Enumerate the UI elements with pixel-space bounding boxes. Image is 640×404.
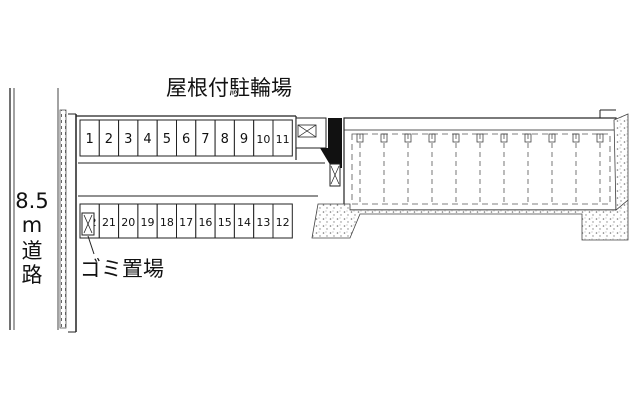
parking-space-number: 3	[124, 132, 132, 147]
parking-space-number: 7	[201, 132, 209, 147]
parking-space-number: 5	[163, 132, 171, 147]
road-unit-label: m	[22, 213, 42, 237]
parking-space-top-11	[272, 119, 293, 157]
gravel-area	[311, 199, 629, 241]
parking-space-number: 20	[121, 216, 135, 229]
road-name-label-1: 道	[22, 239, 43, 263]
parking-space-number: 13	[256, 216, 270, 229]
lot-boundary	[68, 113, 297, 333]
unit-door-mark	[572, 133, 580, 143]
road: 8.5 m 道 路	[9, 88, 67, 330]
parking-space-number: 9	[240, 132, 248, 147]
parking-space-number: 11	[276, 133, 290, 146]
parking-space-number: 8	[221, 132, 229, 147]
unit-door-mark	[380, 133, 388, 143]
parking-row-bottom: 2221201918171615141312	[79, 203, 293, 239]
bicycle-roof-wall	[320, 148, 342, 168]
parking-space-number: 17	[179, 216, 193, 229]
garbage-area-label: ゴミ置場	[80, 257, 164, 281]
building-inner	[351, 133, 611, 205]
bicycle-parking-label: 屋根付駐輪場	[166, 76, 292, 100]
unit-door-mark	[356, 133, 364, 143]
unit-door-mark	[404, 133, 412, 143]
parking-space-number: 2	[105, 132, 113, 147]
unit-door-mark	[500, 133, 508, 143]
parking-space-number: 12	[276, 216, 290, 229]
parking-space-number: 1	[86, 132, 94, 147]
parking-space-number: 18	[160, 216, 174, 229]
parking-space-number: 15	[218, 216, 232, 229]
unit-door-mark	[596, 133, 604, 143]
road-name-label-2: 路	[22, 263, 43, 287]
building	[343, 109, 617, 211]
meter-box	[329, 163, 341, 187]
unit-door-mark	[548, 133, 556, 143]
parking-space-bottom-12	[272, 203, 293, 239]
unit-dividers	[356, 133, 604, 204]
parking-space-number: 10	[256, 133, 270, 146]
gravel-area-east	[613, 113, 629, 211]
parking-space-number: 4	[143, 132, 151, 147]
unit-door-mark	[452, 133, 460, 143]
garbage-area-box	[81, 212, 95, 255]
unit-door-mark	[476, 133, 484, 143]
parking-space-number: 6	[182, 132, 190, 147]
parking-space-number: 14	[237, 216, 251, 229]
road-width-label: 8.5	[15, 189, 48, 213]
unit-door-mark	[524, 133, 532, 143]
bicycle-parking	[295, 117, 342, 168]
parking-space-number: 16	[198, 216, 212, 229]
unit-door-mark	[428, 133, 436, 143]
road-curb	[59, 109, 67, 329]
parking-space-number: 21	[102, 216, 116, 229]
garbage-leader-line	[87, 235, 95, 255]
bicycle-roof-wall	[328, 118, 342, 148]
parking-space-number: 19	[141, 216, 155, 229]
